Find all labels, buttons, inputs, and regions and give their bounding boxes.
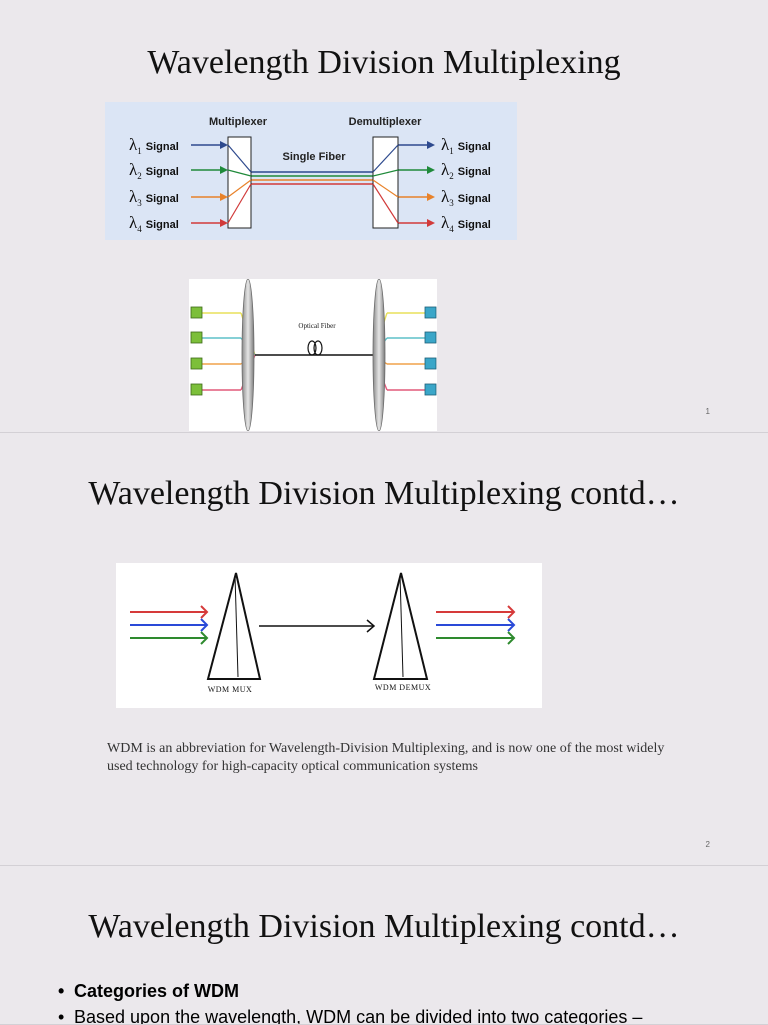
bullet-item: Categories of WDM	[58, 978, 642, 1004]
demux-prism	[372, 572, 429, 680]
mux-internal-path	[227, 144, 252, 173]
slide-title: Wavelength Division Multiplexing contd…	[88, 908, 680, 945]
bullet-list: Categories of WDM Based upon the wavelen…	[58, 978, 642, 1024]
demultiplexer-label: Demultiplexer	[349, 116, 422, 128]
input-arrowhead	[200, 618, 209, 632]
fiber-coil-loop	[307, 340, 317, 356]
right-lens	[372, 279, 386, 431]
page-number: 2	[705, 840, 710, 849]
output-arrowhead	[427, 193, 435, 201]
slide-3: Wavelength Division Multiplexing contd… …	[0, 866, 768, 1025]
slide-2: Wavelength Division Multiplexing contd… …	[0, 433, 768, 866]
mux-internal-path	[227, 183, 252, 224]
output-arrowhead	[507, 631, 516, 645]
fiber-coil-loop	[313, 340, 323, 356]
wdm-mux-demux-diagram: WDM MUX WDM DEMUX	[116, 563, 542, 708]
input-arrowhead	[200, 605, 209, 619]
output-arrowhead	[427, 141, 435, 149]
detector-cube	[424, 357, 437, 370]
multiplexer-label: Multiplexer	[209, 116, 268, 128]
detector-cube	[424, 306, 437, 319]
input-arrowhead	[220, 166, 228, 174]
left-lens	[241, 279, 255, 431]
input-arrowhead	[220, 141, 228, 149]
demux-internal-path	[372, 183, 399, 224]
output-arrowhead	[507, 605, 516, 619]
detector-cube	[424, 331, 437, 344]
page-number: 1	[705, 407, 710, 416]
output-arrowhead	[427, 166, 435, 174]
light-source-cube	[190, 306, 203, 319]
mux-internal-path	[227, 169, 252, 177]
fiber-label: Single Fiber	[283, 151, 347, 163]
demux-internal-path	[372, 179, 399, 198]
slide-1: Wavelength Division Multiplexing Multipl…	[0, 0, 768, 433]
mux-internal-path	[227, 179, 252, 198]
bullet-item: Based upon the wavelength, WDM can be di…	[58, 1004, 642, 1024]
slide-title: Wavelength Division Multiplexing	[147, 44, 621, 81]
light-source-cube	[190, 357, 203, 370]
light-source-cube	[190, 383, 203, 396]
output-arrowhead	[507, 618, 516, 632]
demux-prism-edge	[399, 574, 404, 678]
multiplexer-box	[227, 136, 252, 229]
transmission-arrowhead	[366, 619, 376, 633]
slide-title: Wavelength Division Multiplexing contd…	[88, 475, 680, 512]
demux-internal-path	[372, 144, 399, 173]
optical-fiber-label: Optical Fiber	[298, 322, 336, 330]
detector-cube	[424, 383, 437, 396]
demux-internal-path	[372, 169, 399, 177]
input-arrowhead	[220, 193, 228, 201]
mux-label: WDM MUX	[208, 685, 253, 694]
mux-prism	[206, 572, 262, 680]
output-arrowhead	[427, 219, 435, 227]
input-arrowhead	[200, 631, 209, 645]
body-paragraph: WDM is an abbreviation for Wavelength-Di…	[107, 741, 665, 774]
light-source-cube	[190, 331, 203, 344]
demux-label: WDM DEMUX	[375, 683, 431, 692]
input-arrowhead	[220, 219, 228, 227]
optical-fiber-diagram: Optical Fiber	[189, 279, 437, 431]
mux-prism-edge	[234, 574, 239, 678]
